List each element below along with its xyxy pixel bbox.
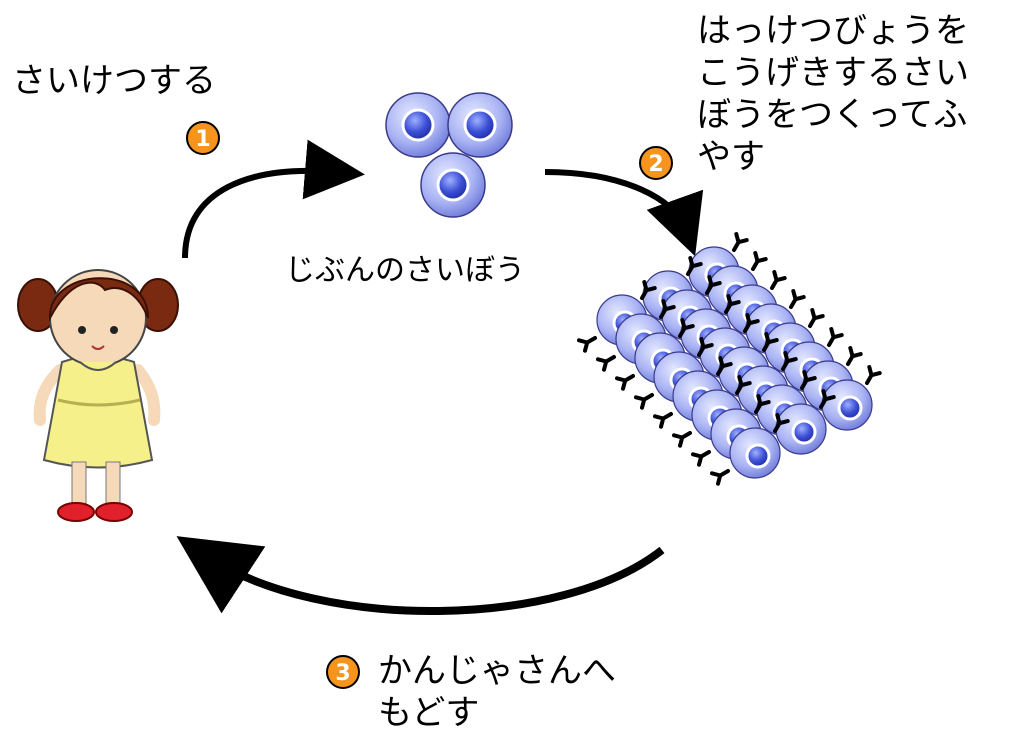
antibody-icon bbox=[846, 346, 863, 366]
cultured-cell bbox=[729, 427, 781, 479]
label-step-3-line: もどす bbox=[378, 693, 480, 733]
label-step-2-line: ぼうをつくってふ bbox=[697, 95, 968, 135]
antibody-icon bbox=[789, 289, 806, 309]
antibody-icon bbox=[724, 294, 741, 314]
cell-cluster-icon bbox=[385, 92, 513, 218]
cell-grid-icon bbox=[577, 232, 882, 486]
label-step-3-line: かんじゃさんへ bbox=[378, 651, 616, 691]
antibody-icon bbox=[678, 318, 695, 338]
label-step-2: はっけつびょうを こうげきするさい ぼうをつくってふ やす bbox=[697, 10, 969, 178]
cell bbox=[420, 152, 486, 218]
antibody-icon bbox=[762, 332, 779, 352]
badge-step-3: 3 bbox=[326, 655, 360, 689]
label-own-cells: じぶんのさいぼう bbox=[285, 253, 525, 288]
antibody-icon bbox=[716, 356, 733, 376]
badge-step-2: 2 bbox=[639, 146, 673, 180]
antibody-icon bbox=[732, 232, 749, 252]
arrow-girl-to-cells bbox=[182, 139, 365, 259]
antibody-icon bbox=[691, 450, 711, 467]
antibody-icon bbox=[743, 313, 760, 333]
antibody-icon bbox=[705, 275, 722, 295]
label-step-1: さいけつする bbox=[12, 61, 216, 101]
antibody-icon bbox=[773, 413, 790, 433]
svg-text:1: 1 bbox=[195, 127, 210, 152]
antibody-icon bbox=[653, 412, 673, 429]
girl-figure bbox=[17, 269, 179, 522]
antibody-icon bbox=[634, 393, 654, 410]
arrow-cells-to-culture bbox=[544, 169, 704, 257]
antibody-icon bbox=[808, 308, 825, 328]
antibody-icon bbox=[710, 469, 730, 486]
svg-text:2: 2 bbox=[648, 152, 663, 177]
cultured-cell bbox=[775, 403, 827, 455]
label-step-2-line: やす bbox=[697, 137, 765, 177]
antibody-icon bbox=[615, 374, 635, 391]
cultured-cell bbox=[821, 379, 873, 431]
label-step-2-line: こうげきするさい bbox=[697, 53, 969, 93]
antibody-icon bbox=[672, 431, 692, 448]
svg-text:3: 3 bbox=[335, 661, 350, 686]
label-step-2-line: はっけつびょうを bbox=[697, 11, 969, 51]
cell bbox=[385, 92, 451, 158]
antibody-icon bbox=[659, 299, 676, 319]
antibody-icon bbox=[754, 394, 771, 414]
antibody-icon bbox=[697, 337, 714, 357]
antibody-icon bbox=[686, 256, 703, 276]
antibody-icon bbox=[770, 270, 787, 290]
antibody-icon bbox=[865, 365, 882, 385]
antibody-icon bbox=[819, 389, 836, 409]
arrow-culture-to-girl bbox=[176, 536, 665, 616]
cell bbox=[447, 92, 513, 158]
antibody-icon bbox=[800, 370, 817, 390]
antibody-icon bbox=[577, 336, 597, 353]
antibody-icon bbox=[751, 251, 768, 271]
antibody-icon bbox=[640, 280, 657, 300]
badge-step-1: 1 bbox=[186, 121, 220, 155]
antibody-icon bbox=[827, 327, 844, 347]
antibody-icon bbox=[781, 351, 798, 371]
antibody-icon bbox=[735, 375, 752, 395]
label-step-3: かんじゃさんへ もどす bbox=[378, 650, 616, 734]
antibody-icon bbox=[596, 355, 616, 372]
